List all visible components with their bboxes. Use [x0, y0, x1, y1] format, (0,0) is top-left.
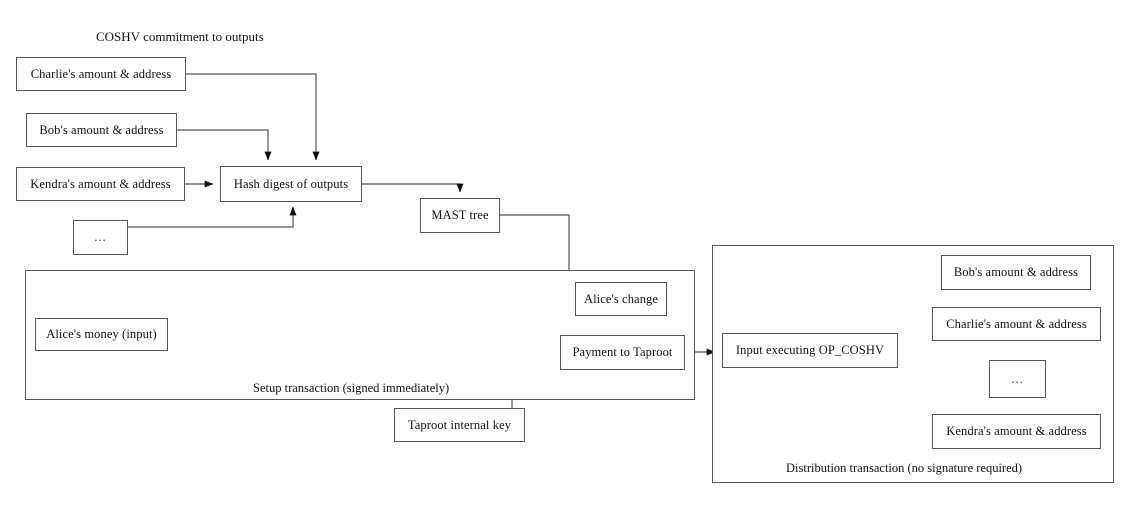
node-kendra-amount-address-left[interactable]: Kendra's amount & address — [16, 167, 185, 201]
node-hash-digest-of-outputs[interactable]: Hash digest of outputs — [220, 166, 362, 202]
node-charlie-amount-address-left[interactable]: Charlie's amount & address — [16, 57, 186, 91]
caption-setup-transaction: Setup transaction (signed immediately) — [253, 381, 450, 395]
node-charlie-amount-address-right[interactable]: Charlie's amount & address — [932, 307, 1101, 341]
node-payment-to-taproot[interactable]: Payment to Taproot — [560, 335, 685, 370]
node-kendra-amount-address-right[interactable]: Kendra's amount & address — [932, 414, 1101, 449]
caption-distribution-transaction: Distribution transaction (no signature r… — [786, 461, 1023, 475]
node-ellipsis-right[interactable]: ... — [989, 360, 1046, 398]
edge-bob-to-hash — [177, 129, 272, 161]
edge-hash-to-mast — [362, 183, 464, 193]
node-taproot-internal-key[interactable]: Taproot internal key — [394, 408, 525, 442]
node-mast-tree[interactable]: MAST tree — [420, 198, 500, 233]
node-alice-money-input[interactable]: Alice's money (input) — [35, 318, 168, 351]
node-input-executing-op-coshv[interactable]: Input executing OP_COSHV — [722, 333, 898, 368]
diagram-title: COSHV commitment to outputs — [96, 29, 264, 44]
node-bob-amount-address-left[interactable]: Bob's amount & address — [26, 113, 177, 147]
node-ellipsis-left[interactable]: ... — [73, 220, 128, 255]
node-alice-change[interactable]: Alice's change — [575, 282, 667, 316]
node-bob-amount-address-right[interactable]: Bob's amount & address — [941, 255, 1091, 290]
edge-charlie-to-hash — [186, 73, 320, 161]
edge-ellipsis-to-hash — [128, 206, 297, 228]
